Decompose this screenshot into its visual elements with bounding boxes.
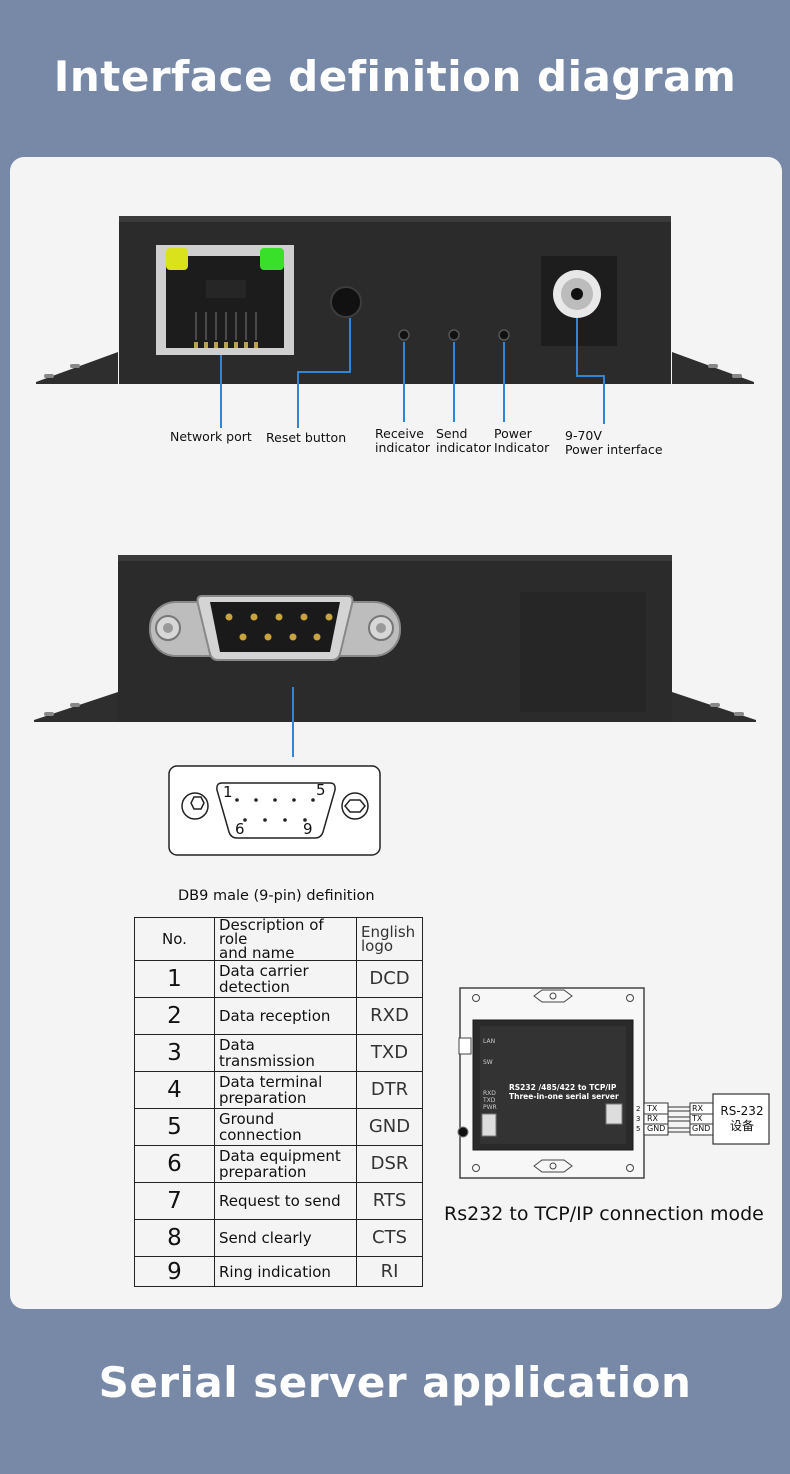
leader-lines-front [220,318,605,428]
db9-pin-label-1: 1 [223,783,233,801]
network-port-led-yellow [166,248,188,270]
reset-button [330,286,362,318]
connection-mode-caption: Rs232 to TCP/IP connection mode [444,1203,764,1225]
power-indicator [498,329,510,341]
page-title: Interface definition diagram [53,52,737,101]
db9-schematic [168,765,381,856]
db9-pin-label-6: 6 [235,820,245,838]
device-label-sw: SW [483,1059,493,1066]
device-label-lan: LAN [483,1038,496,1045]
footer-title: Serial server application [98,1358,692,1407]
header-no: No. [134,917,215,961]
network-port-led-green [260,248,284,270]
rs232-device-box [712,1093,770,1145]
label-network-port: Network port [170,429,252,444]
db9-pin-label-5: 5 [316,781,326,799]
receive-indicator [398,329,410,341]
label-reset-button: Reset button [266,430,347,445]
db9-pin-label-9: 9 [303,820,313,838]
send-indicator [448,329,460,341]
db9-caption: DB9 male (9-pin) definition [178,888,375,904]
db9-pins [225,613,333,641]
